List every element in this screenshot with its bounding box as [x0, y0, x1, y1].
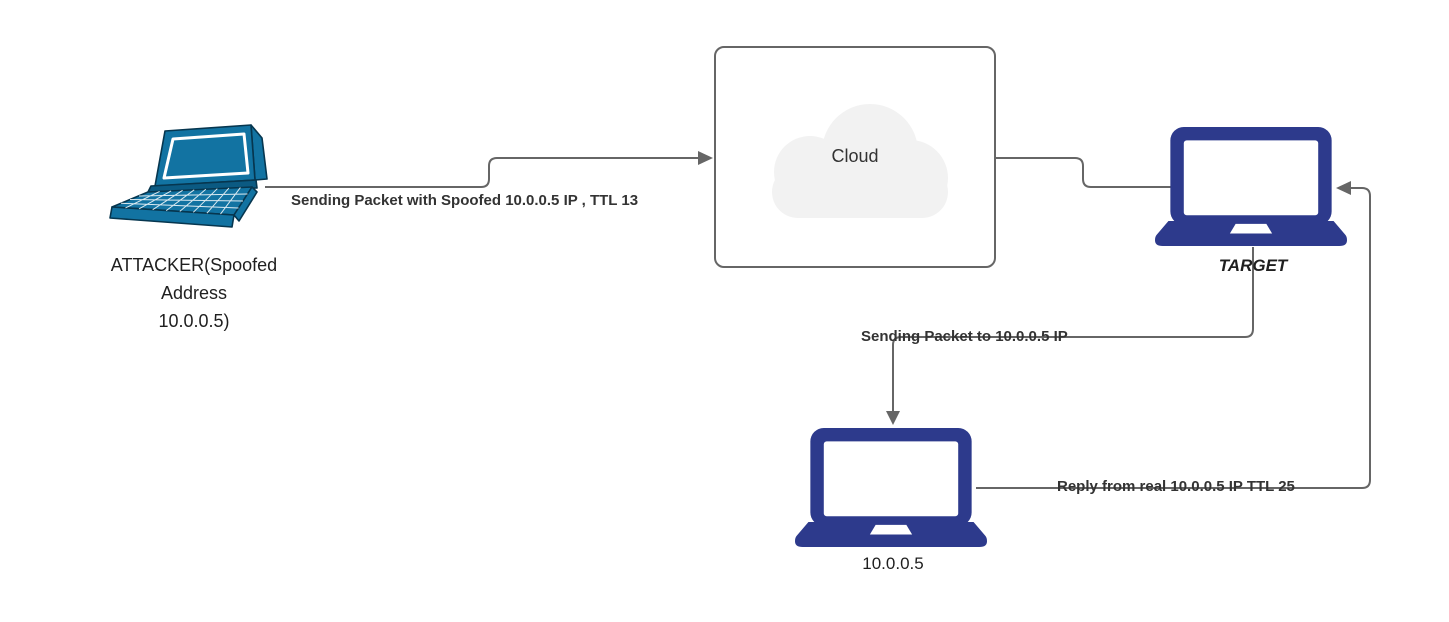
edge-label-target-to-real-host: Sending Packet to 10.0.0.5 IP	[861, 328, 1068, 345]
cloud-box: Cloud	[714, 46, 996, 268]
edge-cloud-to-target	[996, 157, 1171, 188]
edge-real-host-to-target	[976, 187, 1371, 489]
edge-attacker-to-cloud	[265, 157, 699, 188]
cloud-icon	[772, 104, 948, 218]
attacker-laptop-icon	[109, 124, 268, 228]
arrowhead-into-real-host	[886, 411, 900, 425]
edge-label-attacker-to-cloud: Sending Packet with Spoofed 10.0.0.5 IP …	[291, 192, 639, 209]
real-host-label: 10.0.0.5	[862, 554, 924, 573]
arrowhead-into-target	[1336, 181, 1351, 195]
arrowhead-into-cloud	[698, 151, 713, 165]
edge-label-real-host-to-target: Reply from real 10.0.0.5 IP TTL 25	[1057, 478, 1295, 495]
trackpad-notch	[1229, 223, 1273, 234]
cloud-label: Cloud	[831, 146, 879, 166]
edge-target-to-real-host	[892, 247, 1254, 411]
trackpad-notch	[869, 524, 913, 535]
target-label: TARGET	[1218, 256, 1288, 275]
target-laptop-icon	[1155, 126, 1347, 246]
keyboard-grid	[120, 187, 248, 215]
attacker-label: ATTACKER(Spoofed Address 10.0.0.5)	[110, 255, 278, 331]
real-host-laptop-icon	[795, 427, 987, 547]
